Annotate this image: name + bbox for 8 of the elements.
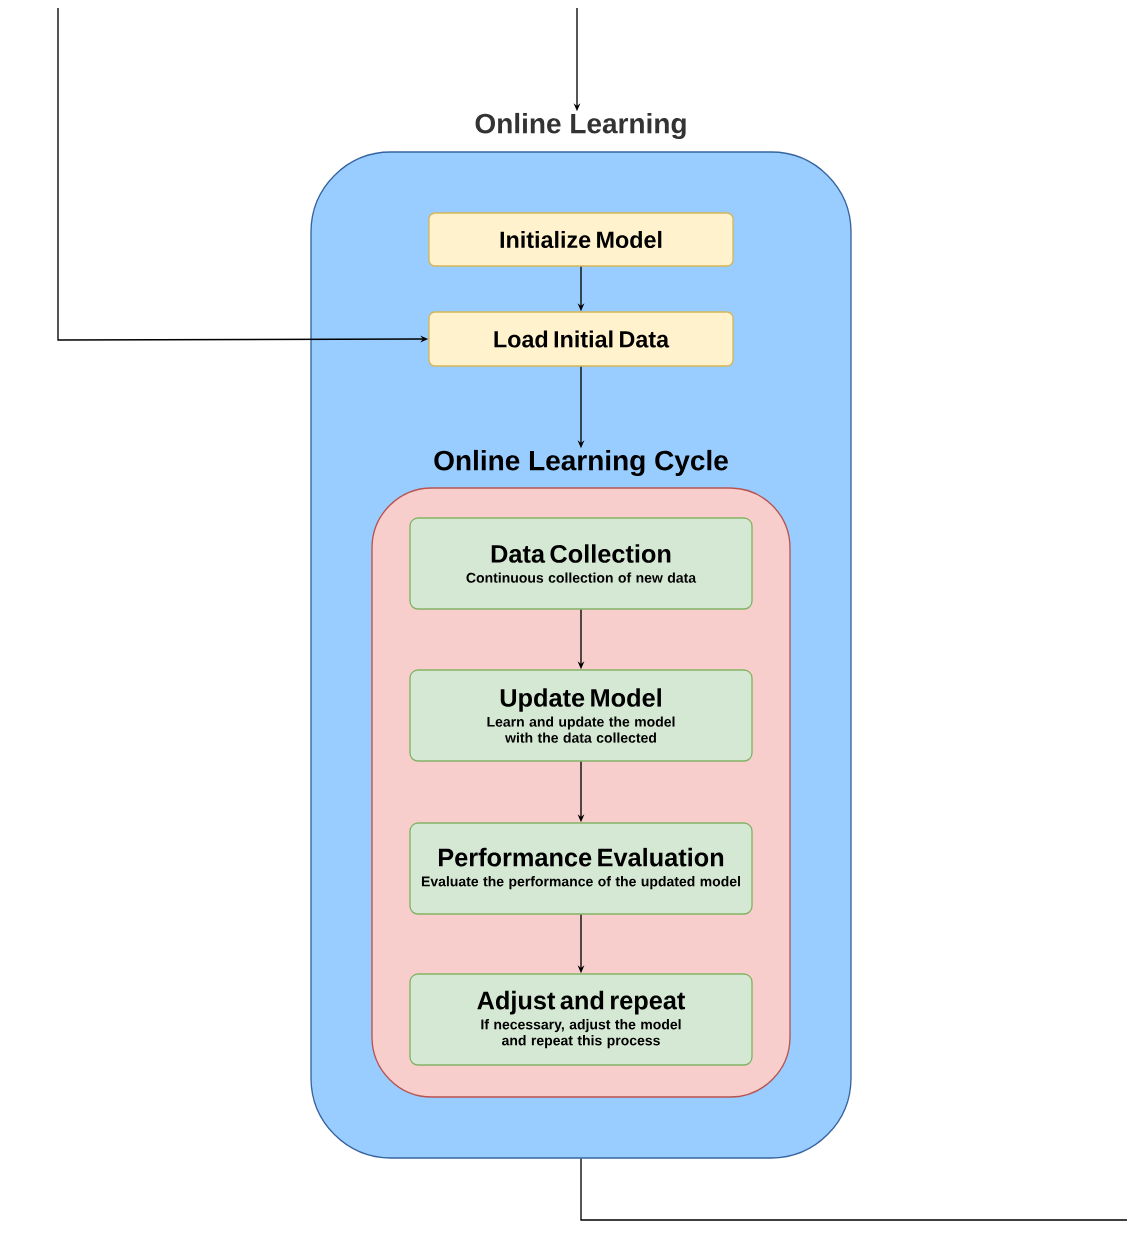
step-box: Update Model Learn and update the model with the data collected (409, 669, 753, 762)
node-label: Online Learning (475, 112, 686, 140)
step-box: Performance Evaluation Evaluate the performance of the updated model (409, 822, 753, 915)
step-box: Adjust and repeat If necessary, adjust the model and repeat this process (409, 973, 753, 1066)
node-label: Online Learning Cycle (434, 449, 728, 477)
process-box: Initialize Model (428, 212, 734, 267)
process-box: Load Initial Data (428, 311, 734, 367)
step-box: Data Collection Continuous collection of new data (409, 517, 753, 610)
